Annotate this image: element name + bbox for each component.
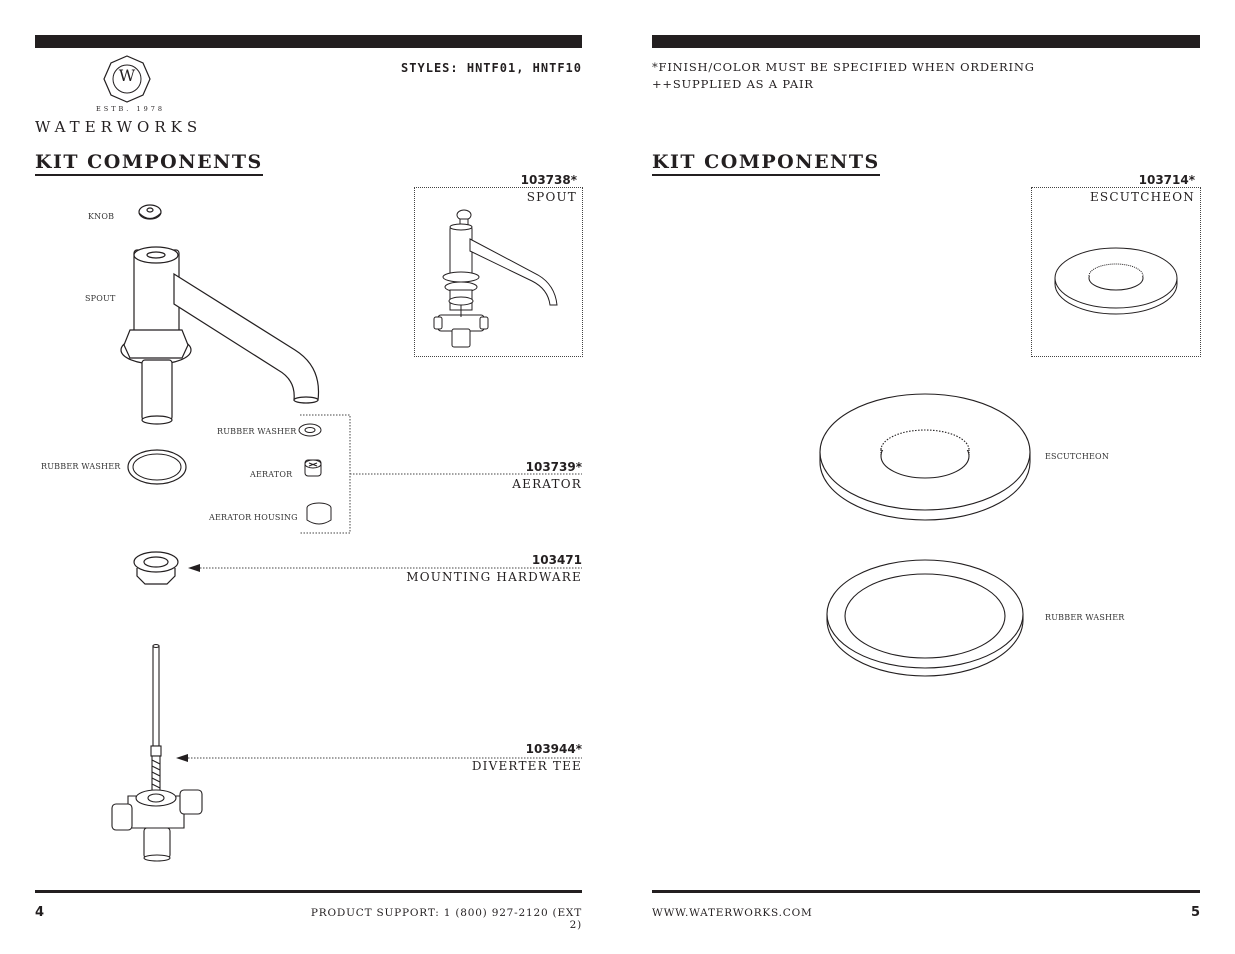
label-escutcheon: ESCUTCHEON [1045, 452, 1110, 461]
logo-monogram: W [118, 66, 136, 85]
part-name-aerator: AERATOR [512, 477, 582, 491]
part-number-diverter-tee: 103944* [525, 742, 582, 756]
part-number-escutcheon: 103714* [1138, 173, 1195, 187]
rubber-washer-illustration [127, 449, 187, 485]
aerator-callout-bracket [300, 414, 582, 534]
kit-components-heading-right: KIT COMPONENTS [652, 151, 880, 176]
kit-components-heading-left: KIT COMPONENTS [35, 151, 263, 176]
aerator-parts-illustration [298, 423, 332, 525]
label-aerator: AERATOR [250, 470, 293, 479]
spout-detail-box [414, 187, 583, 357]
note-supplied-pair: ++SUPPLIED AS A PAIR [652, 77, 814, 91]
logo-established: ESTB. 1978 [96, 105, 165, 113]
waterworks-logo-icon [103, 55, 151, 103]
page-number-left: 4 [35, 905, 45, 920]
page-number-right: 5 [1190, 905, 1200, 920]
logo-wordmark: WATERWORKS [35, 118, 203, 136]
part-name-mounting-hardware: MOUNTING HARDWARE [406, 570, 582, 584]
diverter-tee-illustration [111, 643, 203, 862]
rubber-washer-large-illustration [826, 559, 1024, 677]
spout-assembly-illustration [120, 204, 320, 425]
footer-rule-left [35, 890, 582, 893]
label-rubber-washer-right: RUBBER WASHER [1045, 613, 1125, 622]
part-number-spout: 103738* [520, 173, 577, 187]
part-name-spout: SPOUT [526, 190, 577, 204]
diverter-tee-arrow [176, 754, 582, 762]
mounting-hardware-arrow [188, 564, 582, 572]
styles-label: STYLES: HNTF01, HNTF10 [401, 61, 582, 75]
escutcheon-detail-box [1031, 187, 1201, 357]
mounting-hardware-illustration [133, 551, 179, 585]
product-support-text: PRODUCT SUPPORT: 1 (800) 927-2120 (EXT 2… [310, 907, 582, 931]
part-number-aerator: 103739* [525, 460, 582, 474]
part-name-escutcheon: ESCUTCHEON [1089, 190, 1195, 204]
escutcheon-illustration [819, 393, 1031, 521]
label-aerator-housing: AERATOR HOUSING [209, 513, 298, 522]
website-link[interactable]: WWW.WATERWORKS.COM [652, 907, 813, 919]
top-bar-right [652, 35, 1200, 48]
top-bar-left [35, 35, 582, 48]
part-name-diverter-tee: DIVERTER TEE [471, 759, 582, 773]
label-spout: SPOUT [85, 294, 116, 303]
label-rubber-washer-left: RUBBER WASHER [41, 462, 121, 471]
label-rubber-washer-small: RUBBER WASHER [217, 427, 297, 436]
label-knob: KNOB [88, 212, 115, 221]
note-finish-color: *FINISH/COLOR MUST BE SPECIFIED WHEN ORD… [652, 60, 1035, 74]
spout-assembly-small-illustration [433, 209, 558, 348]
footer-rule-right [652, 890, 1200, 893]
escutcheon-small-illustration [1054, 247, 1178, 315]
part-number-mounting-hardware: 103471 [531, 553, 582, 567]
